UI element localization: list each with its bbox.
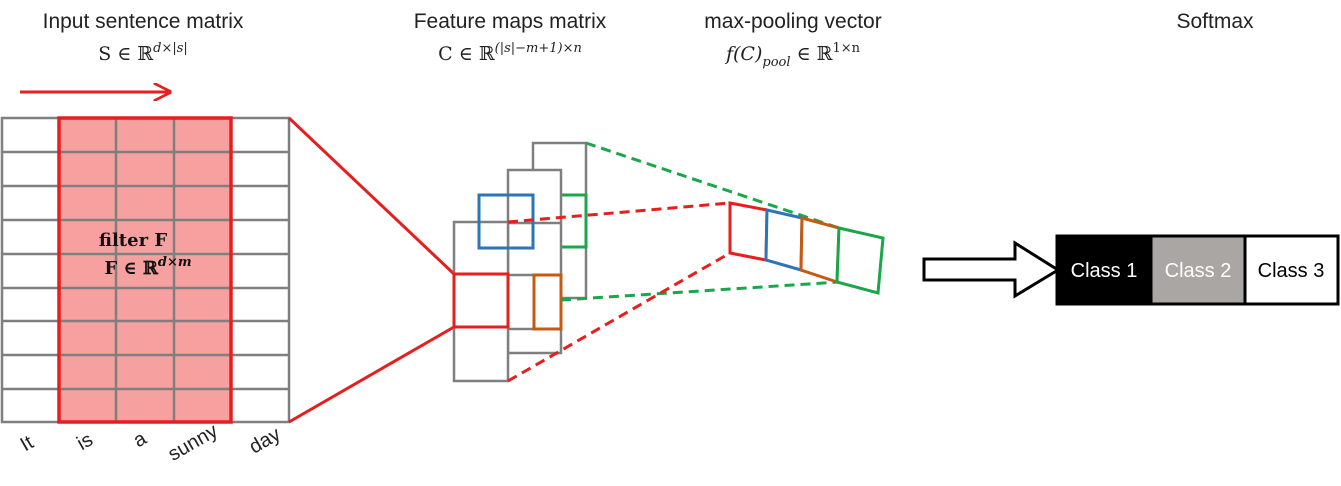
- pool-cell-red: [728, 201, 769, 262]
- filter-projection-top: [287, 116, 456, 276]
- filter-projection-bottom: [288, 325, 455, 424]
- max-pooling-vector: [728, 201, 885, 295]
- word-label: day: [246, 423, 285, 458]
- pool-projection-red-bottom: [507, 251, 731, 383]
- pooling-title: max-pooling vector: [704, 10, 881, 33]
- softmax-classes: Class 1 Class 2 Class 3: [1055, 234, 1340, 306]
- word-label: It: [17, 431, 38, 456]
- pooling-formula: f(C)pool ∈ ℝ1×n: [724, 41, 861, 70]
- feature-formula: C ∈ ℝ(|s|−m+1)×n: [438, 41, 582, 65]
- pool-projection-green-bottom: [560, 280, 840, 302]
- class-3-box: [1243, 234, 1340, 306]
- filter-border: [57, 116, 233, 424]
- word-label: is: [73, 429, 97, 455]
- input-heading: Input sentence matrix S ∈ ℝd×|s|: [43, 10, 244, 65]
- feature-map-1-current-cell: [452, 272, 510, 329]
- feature-map-1: [452, 220, 510, 383]
- feature-map-2-max-cell: [532, 273, 563, 331]
- softmax-title: Softmax: [1176, 10, 1254, 33]
- pooling-heading: max-pooling vector f(C)pool ∈ ℝ1×n: [704, 10, 881, 70]
- input-formula: S ∈ ℝd×|s|: [98, 41, 188, 65]
- pool-cell-orange: [799, 216, 841, 285]
- feature-map-blue-max-cell: [477, 193, 535, 250]
- to-softmax-arrow: [922, 240, 1061, 299]
- class-3-label: Class 3: [1258, 260, 1325, 282]
- feature-title: Feature maps matrix: [414, 10, 607, 33]
- pool-cell-blue: [764, 208, 804, 272]
- pool-projection-red-top: [507, 201, 731, 224]
- sentence-words: It is a sunny day: [17, 420, 285, 466]
- class-2-box: [1149, 234, 1247, 306]
- filter-label: filter F: [99, 230, 167, 251]
- input-title: Input sentence matrix: [43, 10, 244, 33]
- feature-heading: Feature maps matrix C ∈ ℝ(|s|−m+1)×n: [414, 10, 607, 65]
- class-1-label: Class 1: [1071, 260, 1138, 282]
- class-2-label: Class 2: [1165, 260, 1232, 282]
- pool-projection-green-top: [585, 141, 840, 230]
- filter-formula: F ∈ ℝd×m: [104, 255, 191, 279]
- filter-region: [59, 118, 231, 422]
- word-label: sunny: [164, 420, 221, 466]
- pool-cell-green: [835, 226, 885, 295]
- word-label: a: [130, 427, 151, 452]
